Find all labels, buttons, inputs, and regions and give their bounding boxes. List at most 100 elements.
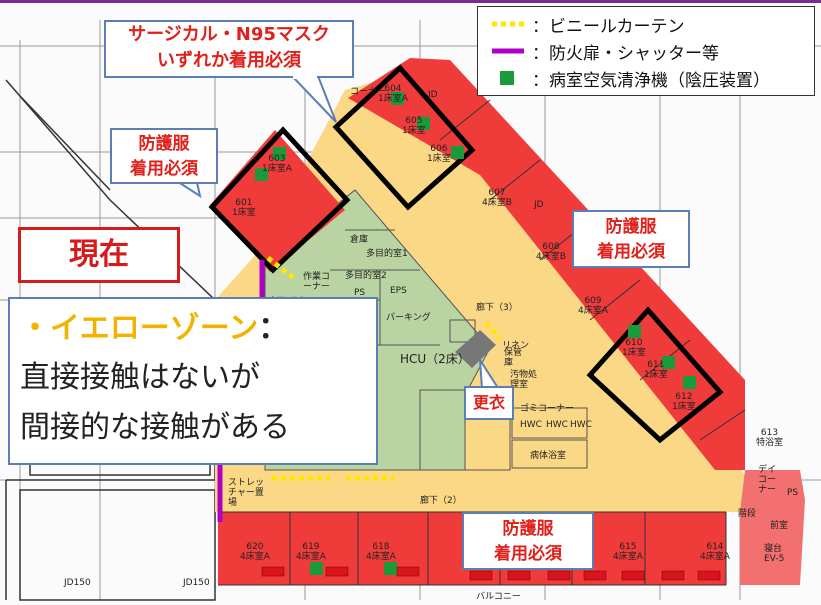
label-corridor2: 廊下（2） — [420, 496, 462, 506]
room-type: 4床室A — [700, 552, 730, 562]
yellow-zone-explanation: ・イエローゾーン： 直接接触はないが 間接的な接触がある — [8, 297, 378, 465]
legend-air-purifier-text: ：病室空気清浄機（陰圧装置） — [532, 70, 770, 91]
yellow-zone-title-row: ・イエローゾーン： — [20, 305, 366, 353]
legend-vinyl-curtain-text: ：ビニールカーテン — [532, 16, 685, 37]
label-ps2: PS — [787, 488, 799, 498]
mask-callout-line1: サージカル・N95マスク — [128, 24, 330, 45]
label-jd-a: JD — [428, 90, 438, 100]
label-multi1: 多目的室1 — [366, 249, 408, 259]
legend-air-purifier: ：病室空気清浄機（陰圧装置） — [488, 65, 770, 91]
yellow-zone-desc1: 直接接触はないが — [20, 360, 260, 395]
label-patient-bath: 病体浴室 — [530, 451, 567, 461]
legend: ：ビニールカーテン ：防火扉・シャッター等 ：病室空気清浄機（陰圧装置） — [477, 6, 815, 96]
fire-door-symbol — [488, 41, 532, 61]
gown-right-callout: 防護服 着用必須 — [572, 210, 690, 268]
room-type: 4床室A — [296, 552, 326, 562]
room-number: 619 — [302, 542, 320, 552]
label-hcu: HCU（2床） — [400, 352, 470, 366]
room-type: 1床室 — [644, 370, 668, 380]
label-corner-top: コーナー — [350, 87, 387, 97]
yellow-zone-colon: ： — [258, 311, 289, 346]
gown-bottom-callout: 防護服 着用必須 — [462, 512, 594, 570]
changing-room-text: 更衣 — [472, 393, 505, 412]
room-number: 608 — [542, 242, 560, 252]
label-hwc3: HWC — [570, 420, 592, 430]
label-eps: EPS — [390, 286, 407, 296]
current-label-text: 現在 — [69, 237, 129, 272]
yellow-zone-desc2: 間接的な接触がある — [20, 410, 290, 445]
mask-tail-join — [293, 75, 317, 79]
label-stair: 階段 — [738, 509, 757, 519]
room-number: 615 — [619, 542, 637, 552]
top-band — [0, 0, 821, 3]
label-multi2: 多目的室2 — [345, 271, 387, 281]
room-number: 607 — [488, 188, 506, 198]
room-type: 4床室A — [578, 306, 608, 316]
label-hwc1: HWC — [520, 420, 542, 430]
room-number: 609 — [584, 296, 602, 306]
label-ev: 寝台EV-5 — [764, 544, 785, 564]
gown-bottom-line2: 着用必須 — [494, 544, 562, 564]
room-number: 605 — [405, 116, 423, 126]
changing-area — [455, 330, 496, 368]
label-ps: PS — [354, 288, 366, 298]
room-type: 特浴室 — [756, 438, 784, 448]
gown-right-line2: 着用必須 — [597, 242, 665, 262]
label-gomi-corner: ゴミコーナー — [520, 404, 575, 414]
room-number: 620 — [246, 542, 264, 552]
gown-left-callout: 防護服 着用必須 — [110, 128, 218, 184]
label-hwc2: HWC — [546, 420, 568, 430]
room-type: 1床室A — [378, 94, 408, 104]
room-type: 1床室 — [232, 208, 256, 218]
label-balcony: バルコニー — [476, 592, 521, 602]
room-type: 4床室A — [366, 552, 396, 562]
room-number: 604 — [384, 84, 402, 94]
room-number: 603 — [268, 154, 286, 164]
label-work-corner: 作業コーナー — [303, 272, 331, 292]
red-zone-diagonal — [348, 58, 745, 470]
room-number: 601 — [235, 198, 253, 208]
legend-vinyl-curtain: ：ビニールカーテン — [488, 11, 685, 37]
room-type: 4床室B — [536, 252, 566, 262]
room-type: 1床室A — [262, 164, 292, 174]
red-zone-corner — [740, 470, 805, 585]
label-front-room: 前室 — [770, 521, 789, 531]
label-storage: 倉庫 — [350, 235, 369, 245]
room-type: 1床室 — [622, 348, 646, 358]
yellow-zone-title: ・イエローゾーン — [20, 311, 259, 346]
fire-doors — [217, 260, 265, 522]
room-type: 4床室A — [240, 552, 270, 562]
gown-right-line1: 防護服 — [605, 217, 657, 237]
label-jd150-a: JD150 — [64, 578, 91, 588]
label-jd150-b: JD150 — [183, 578, 210, 588]
room-number: 611 — [647, 360, 665, 370]
room-number: 610 — [625, 338, 643, 348]
room-type: 1床室 — [427, 154, 451, 164]
gown-bottom-line1: 防護服 — [502, 519, 554, 539]
gown-left-line2: 着用必須 — [130, 159, 198, 179]
label-stretcher: ストレッチャー置場 — [228, 478, 265, 508]
mask-callout-line2: いずれか着用必須 — [157, 50, 301, 71]
label-linen: リネン — [502, 341, 530, 351]
room-type: 4床室A — [613, 552, 643, 562]
mask-requirement-callout: サージカル・N95マスク いずれか着用必須 — [104, 20, 354, 78]
room-type: 1床室 — [402, 126, 426, 136]
room-number: 613 — [760, 428, 779, 438]
legend-fire-door: ：防火扉・シャッター等 — [488, 38, 719, 64]
vinyl-curtains — [266, 256, 502, 481]
